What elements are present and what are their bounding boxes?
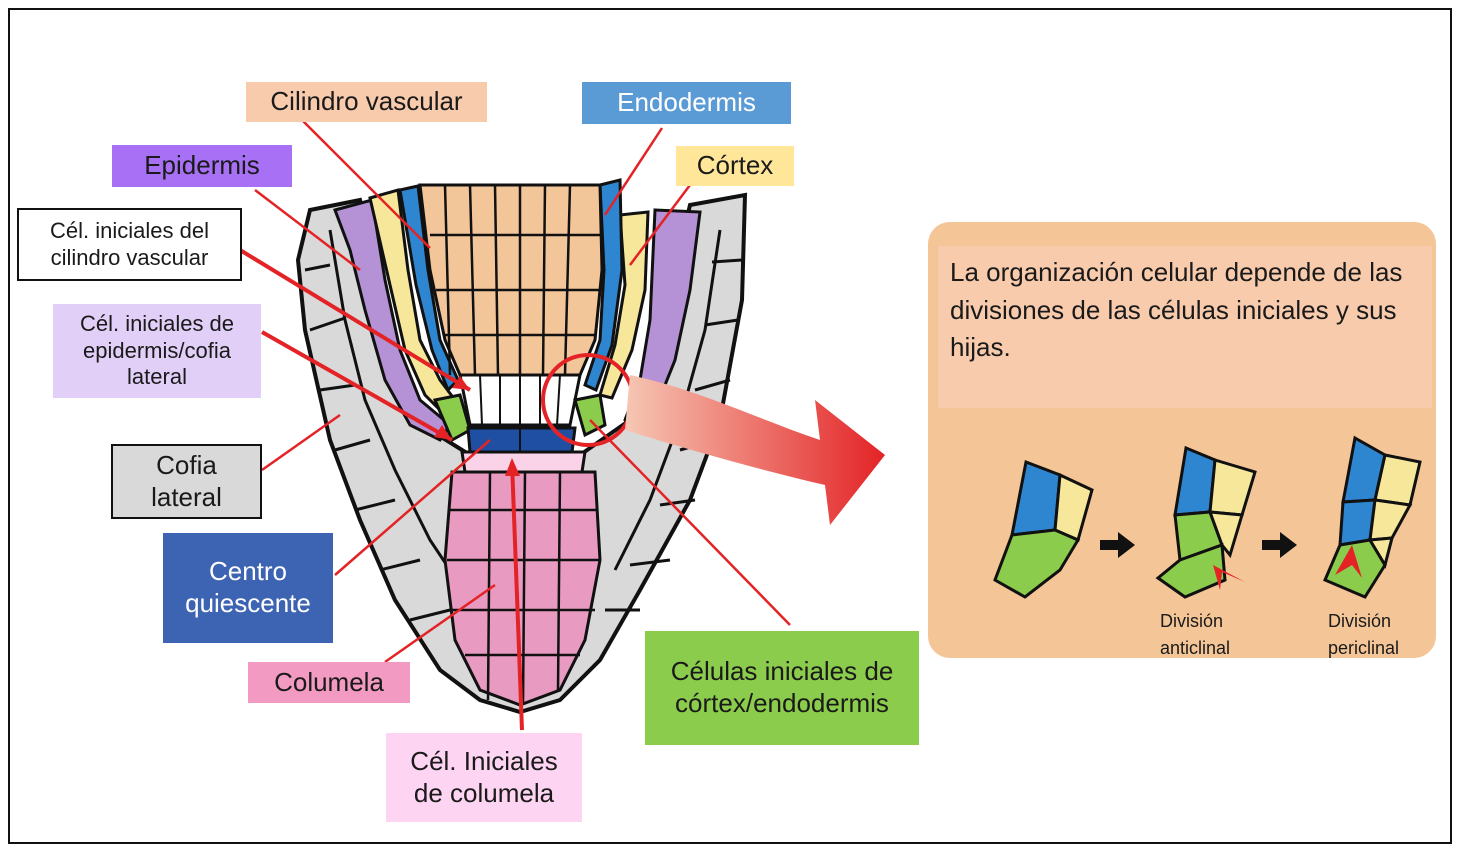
label-vascular-initials: Cél. iniciales del cilindro vascular [17, 208, 242, 281]
panel-caption: La organización celular depende de las d… [938, 246, 1432, 408]
label-columella: Columela [248, 662, 410, 703]
quiescent-center-tissue [468, 428, 575, 452]
label-endodermis: Endodermis [582, 82, 791, 124]
label-vascular-initials-text: Cél. iniciales del cilindro vascular [50, 218, 209, 272]
label-vascular-cylinder: Cilindro vascular [246, 82, 487, 122]
periclinal-label-text: División periclinal [1328, 611, 1399, 658]
label-epidermis-cap-initials: Cél. iniciales de epidermis/cofia latera… [53, 304, 261, 398]
label-lateral-cap: Cofia lateral [111, 444, 262, 519]
anticlinal-label-text: División anticlinal [1160, 611, 1230, 658]
label-cortex-text: Córtex [697, 150, 774, 182]
label-columella-initials-text: Cél. Iniciales de columela [410, 746, 557, 809]
label-lateral-cap-text: Cofia lateral [151, 450, 222, 513]
label-columella-initials: Cél. Iniciales de columela [386, 733, 582, 822]
label-epidermis: Epidermis [112, 145, 292, 187]
pointer-cap [262, 415, 340, 470]
label-vascular-cylinder-text: Cilindro vascular [270, 86, 462, 118]
label-epidermis-cap-initials-text: Cél. iniciales de epidermis/cofia latera… [80, 311, 234, 391]
anticlinal-label: División anticlinal [1160, 608, 1230, 662]
periclinal-label: División periclinal [1328, 608, 1399, 662]
label-columella-text: Columela [274, 667, 384, 699]
columella-initials-tissue [462, 452, 585, 472]
label-quiescent-center: Centro quiescente [163, 533, 333, 643]
label-cortex: Córtex [676, 146, 794, 186]
label-endodermis-text: Endodermis [617, 87, 756, 119]
label-cortex-endodermis-initials: Células iniciales de córtex/endodermis [645, 631, 919, 745]
label-quiescent-center-text: Centro quiescente [185, 556, 311, 619]
label-epidermis-text: Epidermis [144, 150, 260, 182]
pointer-endodermis [605, 128, 662, 215]
label-cortex-endodermis-initials-text: Células iniciales de córtex/endodermis [671, 656, 894, 719]
